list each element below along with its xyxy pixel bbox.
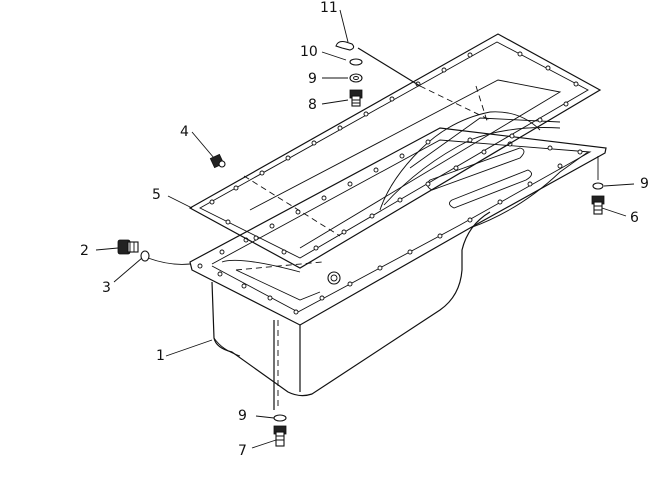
part-11-clip xyxy=(335,40,355,51)
gasket-holes xyxy=(209,51,579,255)
label-2: 2 xyxy=(80,243,89,259)
label-9-top: 9 xyxy=(308,71,317,87)
label-1: 1 xyxy=(156,348,165,364)
part-6-bolt xyxy=(591,195,605,215)
oil-pan xyxy=(189,111,607,397)
part-9-washer-right xyxy=(592,182,604,190)
label-3: 3 xyxy=(102,280,111,296)
part-7-bolt xyxy=(273,425,287,447)
label-9-right: 9 xyxy=(640,176,649,192)
part-10-washer xyxy=(349,58,363,66)
part-2-drain-plug xyxy=(117,239,139,255)
label-5: 5 xyxy=(152,187,161,203)
part-9-washer-bottom xyxy=(273,414,287,422)
label-4: 4 xyxy=(180,124,189,140)
label-10: 10 xyxy=(300,44,318,60)
part-8-bolt xyxy=(349,89,363,107)
part-9-washer-top xyxy=(349,73,363,83)
label-9-bottom: 9 xyxy=(238,408,247,424)
label-8: 8 xyxy=(308,97,317,113)
gasket xyxy=(188,33,602,269)
label-6: 6 xyxy=(630,210,639,226)
part-4-plug xyxy=(209,153,226,169)
callout-labels: 11 10 9 8 4 5 2 3 1 9 6 9 7 xyxy=(80,0,649,459)
label-7: 7 xyxy=(238,443,247,459)
label-11: 11 xyxy=(320,0,338,16)
leader-lines xyxy=(95,9,635,449)
pan-flange-holes xyxy=(197,137,583,315)
part-3-o-ring xyxy=(140,250,150,262)
